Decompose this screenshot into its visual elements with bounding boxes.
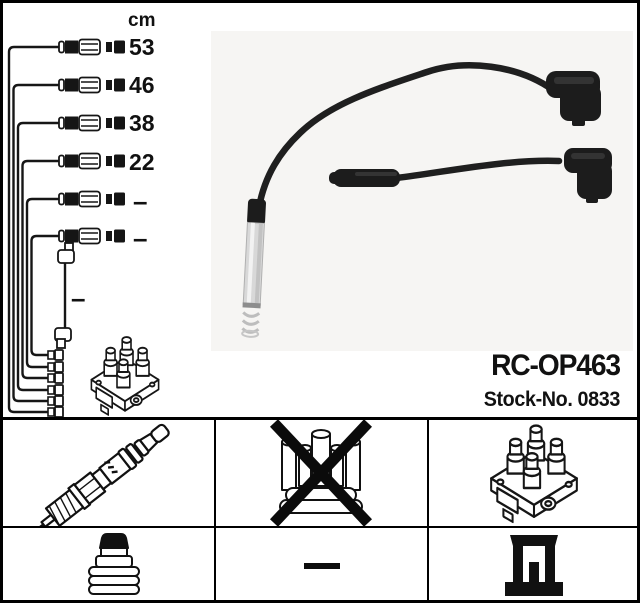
ignition-cable-photo-2: [329, 148, 612, 203]
coil-jumper-cable: [54, 242, 75, 349]
ignition-coil-icon: [489, 424, 579, 523]
top-section: cm 53 46 38 22 – – – RC-OP463 Stock-No. …: [3, 3, 637, 417]
legend-cell-spark-plug: [3, 420, 216, 528]
plug-terminal-nut-icon: [88, 533, 140, 595]
part-number-block: RC-OP463 Stock-No. 0833: [483, 349, 621, 411]
legend-cell-plug-terminal: [3, 528, 216, 600]
cable-length-4: 22: [129, 149, 155, 175]
cable-harness-wires: [7, 45, 59, 414]
stock-number: Stock-No. 0833: [483, 388, 621, 411]
legend-grid: [3, 417, 637, 600]
legend-cell-ignition-coil: [429, 420, 637, 528]
legend-cell-dash: [216, 528, 429, 600]
cable-length-3: 38: [129, 110, 155, 136]
terminal-stack: [47, 349, 64, 417]
ignition-coil-drawing: [90, 336, 160, 416]
cable-length-6: –: [133, 223, 148, 253]
cable-length-7: –: [71, 283, 86, 313]
unit-header: cm: [128, 10, 156, 31]
cable-connector-row4: [58, 152, 126, 170]
ignition-cable-photo-1: [241, 62, 601, 338]
legend-cell-distributor-cap: [216, 420, 429, 528]
part-code: RC-OP463: [491, 349, 621, 382]
cable-connector-row3: [58, 114, 126, 132]
cable-connector-row6: [58, 227, 126, 245]
cable-row-connectors: [58, 38, 126, 245]
legend-cell-coil-terminal: [429, 528, 637, 600]
dash-icon: [303, 562, 340, 569]
coil-terminal-icon: [505, 535, 563, 596]
cable-length-1: 53: [129, 34, 155, 60]
cable-length-2: 46: [129, 72, 155, 98]
diagram-and-photo-svg: [7, 31, 633, 417]
spark-plug-icon: [36, 423, 170, 526]
cable-connector-row5: [58, 190, 126, 208]
cable-connector-row1: [58, 38, 126, 56]
cable-connector-row2: [58, 76, 126, 94]
distributor-cap-crossed-icon: [269, 420, 373, 526]
cross-out-x: [269, 420, 373, 526]
cable-length-5: –: [133, 186, 148, 216]
